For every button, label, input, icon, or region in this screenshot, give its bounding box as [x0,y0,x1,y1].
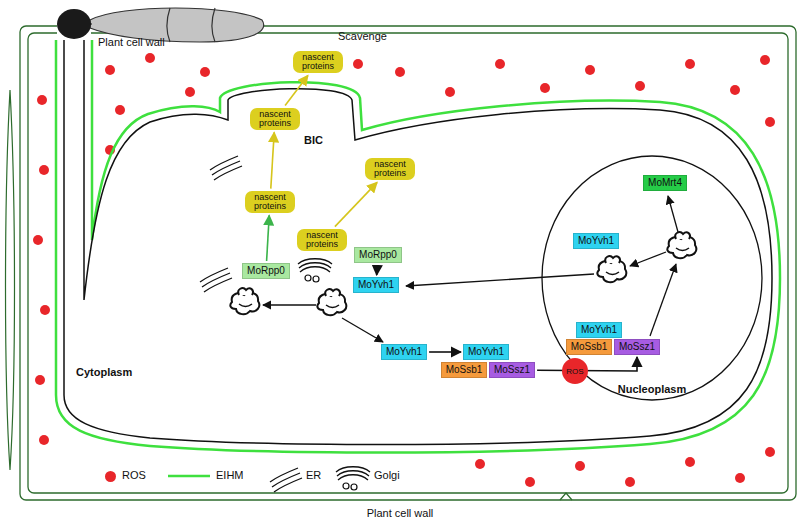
compartment-label: Cytoplasm [76,366,132,378]
protein-box: nascent proteins [245,191,295,214]
protein-box: MoRpp0 [354,247,402,263]
ros-circle: ROS [562,358,588,384]
protein-box: MoYvh1 [573,233,619,249]
pathway-arrow [267,215,270,261]
protein-box: nascent proteins [365,158,415,181]
node-text: MoSsz1 [494,364,530,376]
legend-text: Golgi [374,469,400,481]
protein-box: nascent proteins [293,51,343,74]
node-text: MoYvh1 [386,346,422,358]
pathway-arrow [429,351,461,353]
protein-box: MoMrt4 [643,175,687,191]
node-text: MoSsb1 [571,341,608,353]
node-text: MoSsb1 [446,364,483,376]
node-text: MoYvh1 [581,324,617,336]
protein-box: MoSsb1 [441,362,488,378]
protein-box: MoSsz1 [489,362,535,378]
protein-box: MoSsb1 [566,339,613,355]
protein-box: nascent proteins [250,108,300,131]
compartment-label: Nucleoplasm [618,383,686,395]
region-label: BIC [304,134,323,146]
pathway-arrow [271,132,274,188]
legend-text: ROS [122,469,146,481]
node-text: MoRpp0 [247,265,285,277]
pathway-arrow [285,75,308,105]
protein-box: MoSsz1 [614,339,660,355]
wall-label: Plant cell wall [367,507,434,519]
node-text: ROS [566,367,583,376]
pathway-arrow [376,265,378,275]
node-text: MoYvh1 [358,279,394,291]
legend-text: ER [306,469,321,481]
node-text: MoYvh1 [468,346,504,358]
protein-box: nascent proteins [297,229,347,252]
process-label: Scavenge [338,30,387,42]
legend-swatch [105,471,116,482]
node-text: nascent proteins [368,160,412,179]
protein-box: MoYvh1 [353,277,399,293]
node-text: nascent proteins [248,193,292,212]
wall-label: Plant cell wall [98,36,165,48]
protein-box: MoYvh1 [381,344,427,360]
node-text: MoYvh1 [578,235,614,247]
node-text: nascent proteins [296,53,340,72]
node-text: MoSsz1 [619,341,655,353]
protein-box: MoYvh1 [576,322,622,338]
node-text: nascent proteins [300,231,344,250]
protein-box: MoYvh1 [463,344,509,360]
legend-text: EIHM [216,469,244,481]
protein-box: MoRpp0 [242,263,290,279]
node-text: MoRpp0 [359,249,397,261]
pathway-arrow [335,182,377,226]
node-text: MoMrt4 [648,177,682,189]
node-text: nascent proteins [253,110,297,129]
